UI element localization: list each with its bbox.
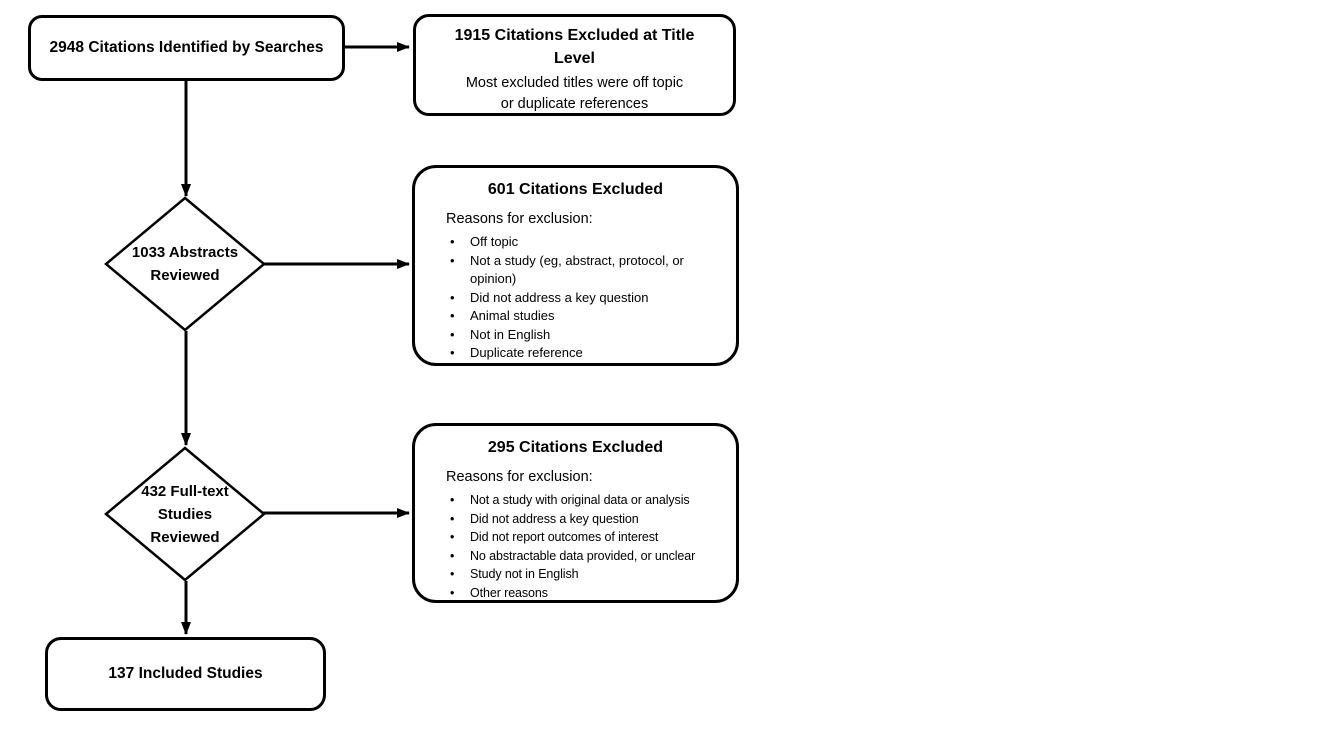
abstracts-diamond-outline	[104, 196, 266, 332]
fulltext-exclusion-reason-list: Not a study with original data or analys…	[415, 491, 736, 602]
exclusion-reason: Did not report outcomes of interest	[450, 528, 732, 547]
exclusion-reason: Not a study with original data or analys…	[450, 491, 732, 510]
exclusion-reason: Did not address a key question	[450, 289, 720, 308]
title-level-excluded-title: 1915 Citations Excluded at Title Level	[454, 27, 695, 67]
fulltext-diamond-shape	[104, 446, 266, 582]
abstracts-exclusion-reason-list: Off topic Not a study (eg, abstract, pro…	[415, 233, 736, 363]
abstracts-excluded-box: 601 Citations Excluded Reasons for exclu…	[412, 165, 739, 366]
abstracts-exclusion-reasons-heading: Reasons for exclusion:	[446, 211, 593, 227]
fulltext-diamond-outline	[104, 446, 266, 582]
exclusion-reason: Study not in English	[450, 565, 732, 584]
exclusion-reason: Animal studies	[450, 307, 720, 326]
abstracts-diamond-shape	[104, 196, 266, 332]
exclusion-reason: Not in English	[450, 326, 720, 345]
exclusion-reason: No abstractable data provided, or unclea…	[450, 547, 732, 566]
abstracts-excluded-title: 601 Citations Excluded	[487, 181, 664, 198]
identified-citations-label: 2948 Citations Identified by Searches	[49, 39, 324, 56]
fulltext-reviewed-label: 432 Full-text Studies Reviewed	[103, 445, 267, 583]
title-level-excluded-note: Most excluded titles were off topic or d…	[465, 75, 684, 112]
abstracts-reviewed-label: 1033 Abstracts Reviewed	[103, 195, 267, 333]
exclusion-reason: Not a study (eg, abstract, protocol, or …	[450, 252, 720, 289]
abstracts-reviewed-diamond: 1033 Abstracts Reviewed	[103, 195, 267, 333]
exclusion-reason: Did not address a key question	[450, 510, 732, 529]
fulltext-reviewed-text: 432 Full-text Studies Reviewed	[141, 482, 229, 546]
included-studies-box: 137 Included Studies	[45, 637, 326, 711]
exclusion-reason: Other reasons	[450, 584, 732, 603]
abstracts-reviewed-text: 1033 Abstracts Reviewed	[131, 244, 239, 284]
fulltext-exclusion-reasons-heading: Reasons for exclusion:	[446, 469, 593, 485]
fulltext-excluded-title: 295 Citations Excluded	[487, 439, 664, 456]
identified-citations-box: 2948 Citations Identified by Searches	[28, 15, 345, 81]
fulltext-reviewed-diamond: 432 Full-text Studies Reviewed	[103, 445, 267, 583]
included-studies-label: 137 Included Studies	[108, 665, 263, 682]
exclusion-reason: Off topic	[450, 233, 720, 252]
exclusion-reason: Duplicate reference	[450, 344, 720, 363]
fulltext-excluded-box: 295 Citations Excluded Reasons for exclu…	[412, 423, 739, 603]
title-level-excluded-box: 1915 Citations Excluded at Title Level M…	[413, 14, 736, 116]
